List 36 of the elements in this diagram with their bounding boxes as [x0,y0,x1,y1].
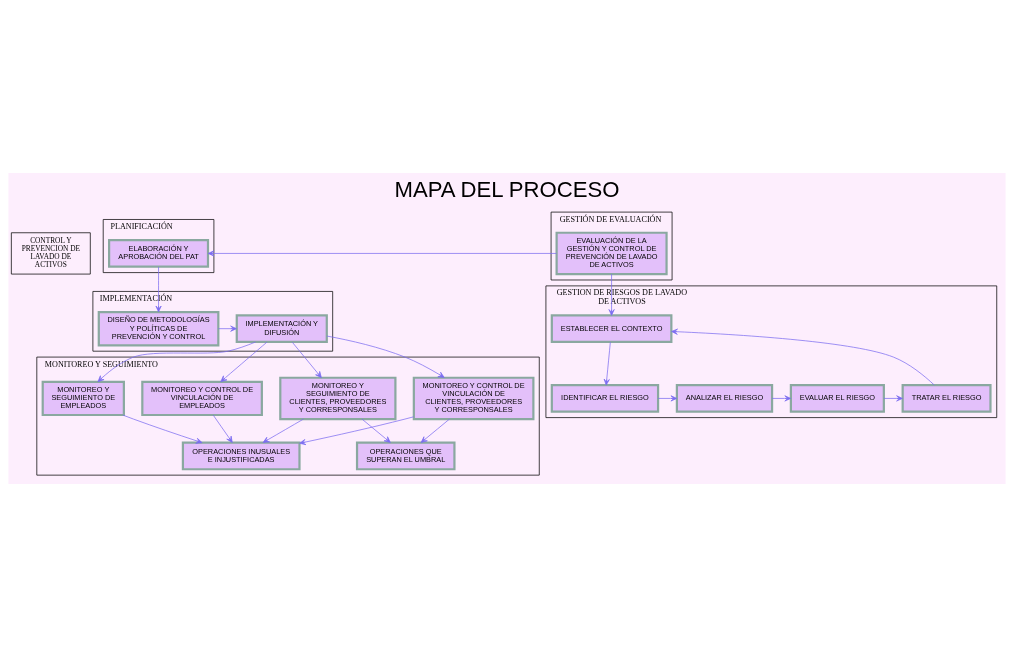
arrow [420,418,450,443]
arrow [608,273,615,316]
node-box: ELABORACIÓN Y APROBACIÓN DEL PAT [108,239,210,268]
arrow [291,341,322,378]
node-box: IMPLEMENTACIÓN Y DIFUSIÓN [235,314,328,344]
arrow [97,341,256,383]
node-box: IDENTIFICAR EL RIESGO [550,384,660,413]
node-box: MONITOREO Y CONTROL DE VINCULACIÓN DE CLIENTES, PROVEEDORES Y CORRESPONSALES [412,376,535,421]
arrow [122,414,203,444]
arrow [262,418,304,443]
arrow [207,250,557,257]
node-box: OPERACIONES INUSUALES E INJUSTIFICADAS [181,441,301,471]
arrow [212,414,233,443]
diagram-title: MAPA DEL PROCESO [394,176,620,202]
node-box: EVALUACIÓN DE LA GESTIÓN Y CONTROL DE PREVENCIÓN DE LAVADO DE ACTIVOS [555,231,668,276]
arrow [220,341,268,383]
node-box: MONITOREO Y SEGUIMIENTO DE CLIENTES, PROVEEDORES Y CORRESPONSALES [279,376,397,421]
arrow [657,395,678,402]
node-box: EVALUAR EL RIESGO [789,384,885,413]
arrow [155,266,162,313]
arrow [218,325,237,332]
arrow [771,395,792,402]
node-box: DISEÑO DE METODOLOGÍAS Y POLÍTICAS DE PREVENCIÓN Y CONTROL [97,310,220,347]
arrow [326,335,445,378]
node-box: MONITOREO Y SEGUIMIENTO DE EMPLEADOS [41,380,125,417]
arrow [883,395,903,402]
arrow [671,328,935,386]
node-box: TRATAR EL RIESGO [901,384,992,413]
arrow [299,416,415,446]
node-box: ESTABLECER EL CONTEXTO [550,314,673,344]
arrow [603,341,611,386]
node-box: MONITOREO Y CONTROL DE VINCULACIÓN DE EMPLEADOS [141,380,263,417]
node-box: CONTROL Y PREVENCION DE LAVADO DE ACTIVOS [11,232,91,275]
arrow [361,418,391,443]
node-box: OPERACIONES QUE SUPERAN EL UMBRAL [355,441,456,471]
node-box: ANALIZAR EL RIESGO [675,384,774,413]
